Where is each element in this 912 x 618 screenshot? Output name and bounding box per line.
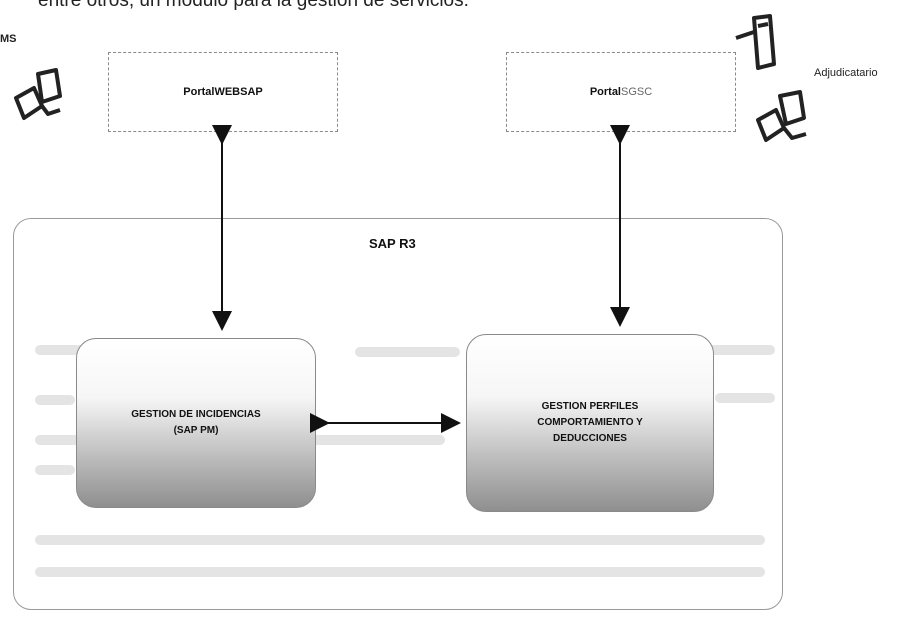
module-incidencias-line1: GESTION DE INCIDENCIAS: [131, 409, 261, 420]
left-user-label: MS: [0, 33, 17, 45]
computer-icon: [14, 68, 62, 120]
module-perfiles-line3: DEDUCCIONES: [553, 433, 627, 444]
portal-sgsc-name: SGSC: [621, 86, 653, 98]
mobile-phone-icon: [735, 14, 776, 70]
module-incidencias-line2: (SAP PM): [173, 425, 219, 436]
module-perfiles-line2: COMPORTAMIENTO Y: [537, 417, 643, 428]
portal-websap-prefix: Portal: [183, 86, 215, 98]
module-gestion-perfiles: GESTION PERFILES COMPORTAMIENTO Y DEDUCC…: [466, 334, 714, 512]
portal-sgsc-prefix: Portal: [589, 86, 621, 98]
right-user-label: Adjudicatario: [814, 67, 878, 79]
computer-icon: [756, 90, 807, 142]
portal-websap-name: WEBSAP: [214, 86, 263, 98]
portal-sgsc: Portal SGSC: [506, 52, 736, 132]
module-perfiles-line1: GESTION PERFILES: [541, 401, 639, 412]
module-gestion-incidencias: GESTION DE INCIDENCIAS (SAP PM): [76, 338, 316, 508]
sap-r3-title: SAP R3: [369, 236, 416, 251]
page-header-text: entre otros, un módulo para la gestión d…: [38, 0, 469, 11]
